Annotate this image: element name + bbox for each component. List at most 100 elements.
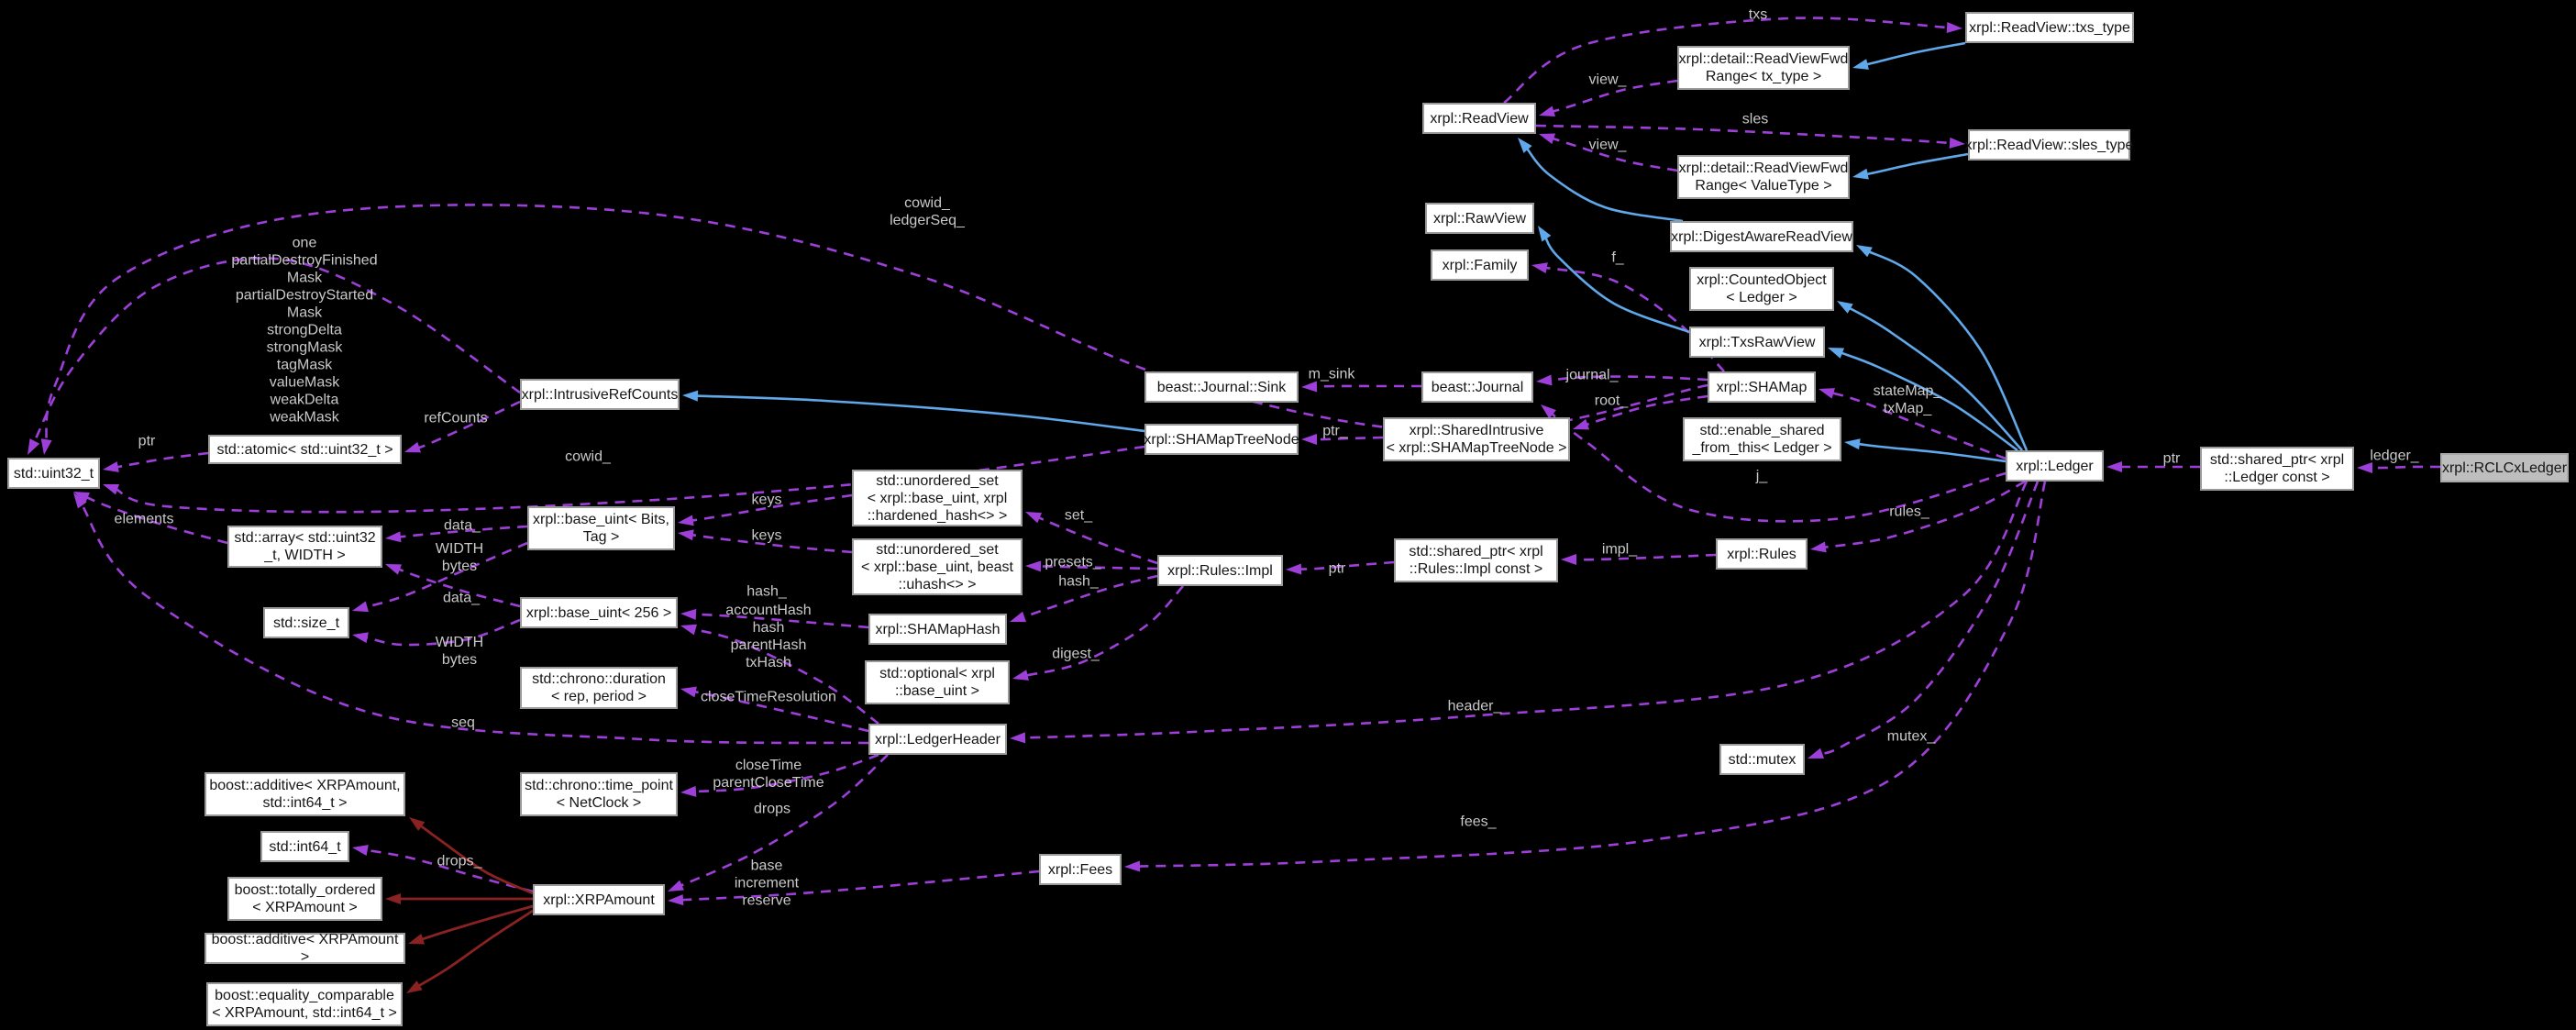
- arrowhead-icon: [1844, 438, 1861, 450]
- node-rules[interactable]: xrpl::Rules: [1716, 538, 1808, 570]
- arrowhead-icon: [680, 686, 697, 698]
- node-mutex[interactable]: std::mutex: [1719, 744, 1805, 775]
- arrowhead-icon: [1852, 168, 1869, 180]
- node-intrusiverefcounts[interactable]: xrpl::IntrusiveRefCounts: [520, 379, 680, 410]
- arrowhead-icon: [1301, 434, 1317, 445]
- node-fees[interactable]: xrpl::Fees: [1039, 854, 1122, 885]
- edge-data-256: [385, 564, 521, 608]
- node-time-point[interactable]: std::chrono::time_point < NetClock >: [520, 772, 678, 816]
- edge-data-bits: [385, 525, 528, 543]
- edge-drops: [668, 754, 889, 892]
- arrowhead-icon: [668, 880, 684, 892]
- edge-fees-member: [1124, 481, 2047, 872]
- arrowhead-icon: [352, 632, 369, 644]
- edge-widthbytes-bits: [352, 541, 528, 613]
- arrowhead-icon: [1518, 138, 1532, 153]
- edge-closetimeresolution: [680, 686, 869, 733]
- edge-keys-1: [678, 493, 853, 526]
- node-boost-equality-comparable[interactable]: boost::equality_comparable < XRPAmount, …: [206, 982, 403, 1026]
- node-base-uint-256[interactable]: xrpl::base_uint< 256 >: [520, 597, 678, 628]
- node-uset-hardened[interactable]: std::unordered_set < xrpl::base_uint, xr…: [852, 470, 1023, 526]
- arrowhead-icon: [1856, 245, 1873, 258]
- node-boost-additive-2[interactable]: boost::additive< XRPAmount, std::int64_t…: [205, 772, 405, 816]
- node-chrono-duration[interactable]: std::chrono::duration < rep, period >: [520, 667, 678, 709]
- node-shamap[interactable]: xrpl::SHAMap: [1708, 371, 1816, 403]
- node-array-uint32[interactable]: std::array< std::uint32 _t, WIDTH >: [227, 526, 382, 568]
- arrowhead-icon: [1946, 22, 1962, 34]
- arrowhead-icon: [1025, 560, 1042, 572]
- node-shamaptreenode[interactable]: xrpl::SHAMapTreeNode: [1144, 424, 1299, 455]
- arrowhead-icon: [1837, 301, 1853, 314]
- edge-view-value: [1539, 133, 1678, 172]
- arrowhead-icon: [408, 934, 426, 945]
- node-rules-impl[interactable]: xrpl::Rules::Impl: [1157, 555, 1283, 586]
- arrowhead-icon: [1531, 262, 1548, 274]
- node-rawview[interactable]: xrpl::RawView: [1425, 203, 1534, 234]
- arrowhead-icon: [1539, 105, 1556, 116]
- node-int64[interactable]: std::int64_t: [260, 831, 349, 862]
- node-ledger[interactable]: xrpl::Ledger: [2006, 450, 2104, 482]
- edge-drops-int64: [352, 845, 534, 893]
- node-fwdrange-value[interactable]: xrpl::detail::ReadViewFwd Range< ValueTy…: [1677, 155, 1850, 199]
- node-fwdrange-tx[interactable]: xrpl::detail::ReadViewFwd Range< tx_type…: [1677, 46, 1850, 90]
- node-boost-additive-1[interactable]: boost::additive< XRPAmount >: [205, 932, 405, 965]
- edge-rules-member: [1810, 480, 2026, 553]
- arrowhead-icon: [680, 608, 697, 620]
- edge-root: [1573, 394, 1708, 430]
- node-txsrawview[interactable]: xrpl::TxsRawView: [1689, 327, 1825, 358]
- edge-inh-ledger-digestaware: [1856, 245, 2029, 451]
- node-sp-ledger[interactable]: std::shared_ptr< xrpl ::Ledger const >: [2200, 447, 2354, 491]
- arrowhead-icon: [1124, 860, 1141, 872]
- arrowhead-icon: [1012, 670, 1029, 681]
- edge-journal-member: [1536, 374, 1708, 386]
- node-readview-txs-type[interactable]: xrpl::ReadView::txs_type: [1965, 12, 2134, 43]
- edge-j: [1541, 404, 2007, 523]
- edge-keys-2: [678, 529, 853, 554]
- node-shamaphash[interactable]: xrpl::SHAMapHash: [868, 614, 1007, 645]
- edge-base-increment-reserve: [668, 869, 1040, 906]
- edge-ptr-sharedintrusive: [1301, 434, 1384, 445]
- edge-ptr-sp-rules: [1286, 560, 1395, 575]
- arrowhead-icon: [1301, 381, 1318, 393]
- arrowhead-icon: [1536, 374, 1553, 386]
- arrowhead-icon: [73, 492, 90, 504]
- node-readview[interactable]: xrpl::ReadView: [1422, 103, 1536, 134]
- node-uint32[interactable]: std::uint32_t: [7, 458, 100, 489]
- node-size-t[interactable]: std::size_t: [263, 607, 349, 638]
- arrowhead-icon: [680, 624, 697, 636]
- node-optional-base-uint[interactable]: std::optional< xrpl ::base_uint >: [865, 660, 1010, 704]
- edge-ledger-member: [2357, 462, 2441, 473]
- arrowhead-icon: [1949, 137, 1965, 149]
- edge-txs: [1503, 17, 1962, 105]
- arrowhead-icon: [40, 438, 52, 455]
- node-uset-uhash[interactable]: std::unordered_set < xrpl::base_uint, be…: [852, 538, 1023, 595]
- edge-inh-ledger-txsrawview: [1828, 348, 2018, 452]
- arrowhead-icon: [352, 601, 369, 613]
- edge-widthbytes-256: [352, 618, 521, 647]
- arrowhead-icon: [352, 845, 369, 856]
- node-journal-sink[interactable]: beast::Journal::Sink: [1144, 371, 1299, 403]
- node-atomic-uint32[interactable]: std::atomic< std::uint32_t >: [208, 435, 402, 464]
- node-sp-rules-impl[interactable]: std::shared_ptr< xrpl ::Rules::Impl cons…: [1394, 538, 1558, 582]
- node-ledgerheader[interactable]: xrpl::LedgerHeader: [868, 724, 1007, 755]
- edge-mutex-member: [1808, 481, 2040, 759]
- node-sharedintrusive[interactable]: xrpl::SharedIntrusive < xrpl::SHAMapTree…: [1383, 417, 1570, 461]
- node-digestaware[interactable]: xrpl::DigestAwareReadView: [1670, 221, 1853, 252]
- node-readview-sles-type[interactable]: xrpl::ReadView::sles_type: [1965, 129, 2133, 161]
- node-xrpamount[interactable]: xrpl::XRPAmount: [533, 884, 665, 915]
- node-enable-shared[interactable]: std::enable_shared _from_this< Ledger >: [1683, 417, 1841, 461]
- arrowhead-icon: [1561, 554, 1576, 565]
- edge-closetime: [680, 753, 879, 797]
- edge-presets: [1025, 560, 1158, 572]
- node-countedobject[interactable]: xrpl::CountedObject < Ledger >: [1689, 267, 1834, 311]
- node-journal[interactable]: beast::Journal: [1421, 371, 1533, 403]
- edge-hash-shamaphash: [680, 608, 869, 629]
- edge-inh-treenode: [682, 390, 1145, 433]
- arrowhead-icon: [404, 441, 422, 453]
- node-base-uint-bits[interactable]: xrpl::base_uint< Bits, Tag >: [527, 506, 675, 550]
- arrowhead-icon: [1010, 732, 1026, 744]
- edge-masks: [28, 257, 521, 455]
- node-family[interactable]: xrpl::Family: [1431, 249, 1529, 281]
- node-boost-totally-ordered[interactable]: boost::totally_ordered < XRPAmount >: [227, 877, 382, 921]
